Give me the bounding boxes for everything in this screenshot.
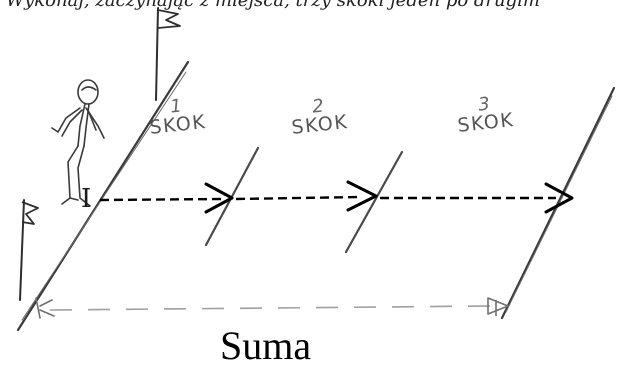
jump-dash-1 (99, 197, 223, 202)
sum-label: Suma (220, 323, 312, 368)
flag-top-icon (155, 7, 181, 101)
measure-right-arrow-icon (487, 297, 509, 316)
jump-label-1: 1 SKOK (140, 94, 213, 139)
start-mark: I (81, 184, 92, 214)
jump-label-2: 2 SKOK (280, 94, 357, 139)
start-line (16, 60, 190, 332)
stick-figure-icon (51, 79, 105, 207)
measure-line (35, 297, 509, 319)
arrow-2-icon (346, 180, 378, 212)
measure-left-end-icon (35, 297, 55, 319)
jump-path (99, 180, 574, 214)
arrow-3-icon (544, 182, 574, 214)
jump-label-3: 3 SKOK (443, 92, 526, 137)
landing-line-2 (344, 150, 404, 254)
cropped-header-text: Wykonaj, zaczynając z miejsca, trzy skok… (0, 0, 617, 10)
arrow-1-icon (204, 182, 234, 214)
jump-dash-2 (235, 195, 361, 201)
flag-left-icon (19, 199, 39, 301)
